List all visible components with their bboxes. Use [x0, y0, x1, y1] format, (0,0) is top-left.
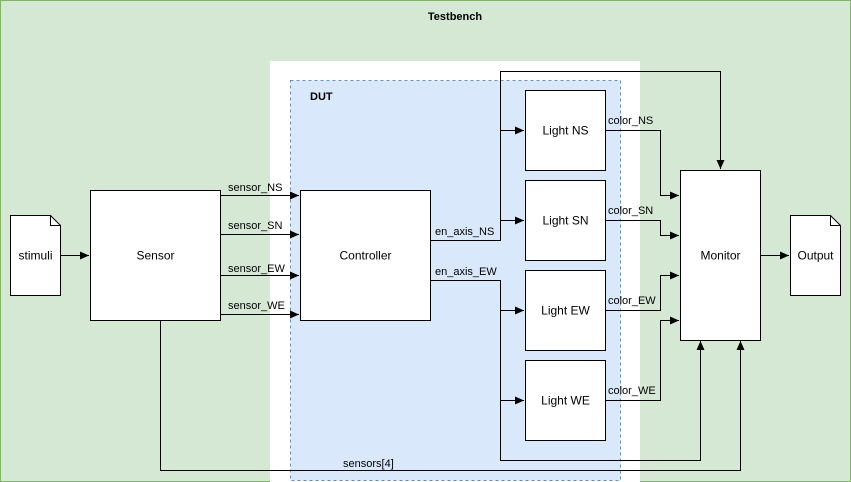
edge-en-ew-monitor [500, 341, 705, 461]
label-color-ew: color_EW [608, 295, 656, 307]
label-sensor-ns: sensor_NS [228, 182, 282, 194]
label-en-axis-ew: en_axis_EW [435, 266, 497, 278]
monitor-box [680, 170, 761, 341]
edge-color-ew [605, 271, 679, 311]
light-we-label: Light WE [541, 394, 590, 408]
light-ns-box [525, 90, 606, 171]
sensor-box [90, 190, 221, 321]
light-sn-box [525, 180, 606, 261]
label-sensor-ew: sensor_EW [228, 263, 285, 275]
sensor-label: Sensor [136, 249, 174, 263]
label-sensors-bus: sensors[4] [343, 458, 394, 470]
light-sn-label: Light SN [542, 214, 588, 228]
controller-box [300, 190, 431, 321]
label-sensor-sn: sensor_SN [228, 220, 282, 232]
stimuli-block[interactable]: stimuli [10, 215, 61, 296]
stimuli-fold [50, 215, 61, 226]
light-ns-label: Light NS [542, 124, 588, 138]
connectors [60, 71, 789, 471]
monitor-block[interactable]: Monitor [680, 170, 761, 341]
controller-label: Controller [339, 249, 391, 263]
monitor-label: Monitor [700, 249, 740, 263]
light-we-block[interactable]: Light WE [525, 360, 606, 441]
stimuli-shape [10, 215, 61, 296]
label-color-we: color_WE [608, 385, 656, 397]
dut-title: DUT [310, 91, 333, 103]
stimuli-label: stimuli [18, 249, 52, 263]
output-block[interactable]: Output [790, 215, 841, 296]
light-ew-label: Light EW [541, 304, 590, 318]
label-color-sn: color_SN [608, 205, 653, 217]
label-en-axis-ns: en_axis_NS [435, 226, 494, 238]
edge-color-sn [605, 220, 679, 240]
edge-color-ns [605, 130, 679, 200]
signal-labels: sensor_NS sensor_SN sensor_EW sensor_WE … [228, 115, 656, 470]
edge-sensors-bus [160, 320, 745, 471]
light-ew-box [525, 270, 606, 351]
output-shape [790, 215, 841, 296]
light-ns-block[interactable]: Light NS [525, 90, 606, 171]
label-sensor-we: sensor_WE [228, 300, 285, 312]
output-fold [830, 215, 841, 226]
edge-en-ew-light-we [430, 280, 524, 405]
label-color-ns: color_NS [608, 115, 653, 127]
edge-en-ns-light-ns [430, 126, 524, 241]
sensor-block[interactable]: Sensor [90, 190, 221, 321]
light-ew-block[interactable]: Light EW [525, 270, 606, 351]
testbench-title: Testbench [428, 11, 482, 23]
edge-color-we [605, 316, 679, 401]
controller-block[interactable]: Controller [300, 190, 431, 321]
light-sn-block[interactable]: Light SN [525, 180, 606, 261]
light-we-box [525, 360, 606, 441]
output-label: Output [797, 249, 834, 263]
edge-en-ns-monitor [500, 71, 725, 169]
